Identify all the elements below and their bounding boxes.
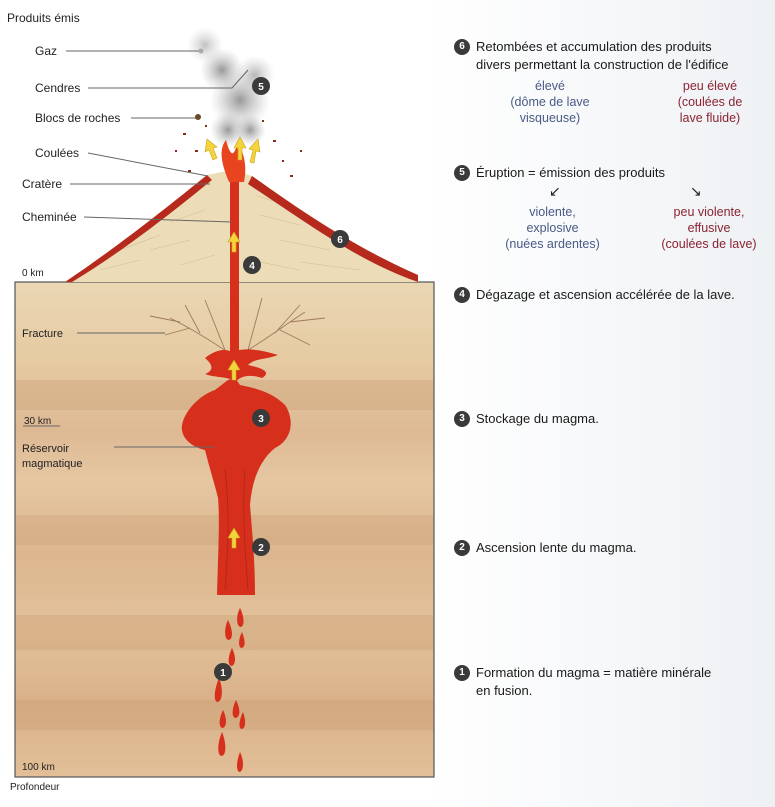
svg-text:1: 1 (220, 668, 226, 679)
step-6-line2: divers permettant la construction de l'é… (454, 57, 729, 72)
step-6-option-eleve: élevé (dôme de lave visqueuse) (490, 78, 610, 126)
label-coulees: Coulées (35, 146, 79, 160)
eleve-l1: élevé (535, 79, 565, 93)
step-1: 1 Formation du magma = matière minérale e… (454, 664, 772, 699)
marker-5: 5 (252, 77, 270, 95)
svg-text:3: 3 (258, 414, 264, 425)
marker-2: 2 (252, 538, 270, 556)
step-2-badge: 2 (454, 540, 470, 556)
peu-violente-l1: peu violente, (674, 205, 745, 219)
violente-l2: explosive (526, 221, 578, 235)
step-5-option-violente: violente, explosive (nuées ardentes) (490, 204, 615, 252)
marker-6: 6 (331, 230, 349, 248)
peu-violente-l2: effusive (688, 221, 731, 235)
violente-l3: (nuées ardentes) (505, 237, 600, 251)
step-5: 5 Éruption = émission des produits (454, 164, 772, 182)
peu-eleve-l1: peu élevé (683, 79, 737, 93)
step-5-option-peu-violente: peu violente, effusive (coulées de lave) (648, 204, 770, 252)
step-1-line2: en fusion. (454, 683, 532, 698)
arrow-down-right-icon: ↘ (690, 183, 702, 200)
svg-text:4: 4 (249, 261, 255, 272)
step-3-text: Stockage du magma. (476, 411, 599, 426)
label-blocs: Blocs de roches (35, 111, 120, 125)
step-6-badge: 6 (454, 39, 470, 55)
label-cendres: Cendres (35, 81, 80, 95)
label-gaz: Gaz (35, 44, 57, 58)
peu-eleve-l2: (coulées de (678, 95, 743, 109)
label-reservoir-line2: magmatique (22, 458, 83, 470)
step-4-text: Dégazage et ascension accélérée de la la… (476, 287, 735, 302)
label-fracture: Fracture (22, 328, 63, 340)
step-4: 4 Dégazage et ascension accélérée de la l… (454, 286, 772, 304)
label-reservoir-line1: Réservoir (22, 443, 69, 455)
step-1-badge: 1 (454, 665, 470, 681)
arrow-down-left-icon: ↙ (549, 183, 561, 200)
violente-l1: violente, (529, 205, 576, 219)
step-2-text: Ascension lente du magma. (476, 540, 636, 555)
step-1-line1: Formation du magma = matière minérale (476, 665, 711, 680)
volcano-cone (65, 170, 418, 282)
step-3: 3 Stockage du magma. (454, 410, 772, 428)
title-produits-emis: Produits émis (7, 11, 80, 25)
peu-eleve-l3: lave fluide) (680, 111, 740, 125)
label-profondeur: Profondeur (10, 782, 60, 793)
step-5-text: Éruption = émission des produits (476, 165, 665, 180)
svg-text:5: 5 (258, 82, 264, 93)
rock-block-dot (195, 114, 201, 120)
eleve-l3: visqueuse) (520, 111, 580, 125)
step-6-line1: Retombées et accumulation des produits (476, 39, 712, 54)
label-cratere: Cratère (22, 177, 62, 191)
peu-violente-l3: (coulées de lave) (661, 237, 756, 251)
label-0km: 0 km (22, 268, 44, 279)
step-3-badge: 3 (454, 411, 470, 427)
step-2: 2 Ascension lente du magma. (454, 539, 772, 557)
step-6-option-peu-eleve: peu élevé (coulées de lave fluide) (655, 78, 765, 126)
marker-4: 4 (243, 256, 261, 274)
eleve-l2: (dôme de lave (510, 95, 589, 109)
svg-text:6: 6 (337, 235, 343, 246)
label-cheminee: Cheminée (22, 210, 77, 224)
gas-dot (199, 49, 204, 54)
label-100km: 100 km (22, 762, 55, 773)
label-30km: 30 km (24, 416, 51, 427)
marker-1: 1 (214, 663, 232, 681)
step-4-badge: 4 (454, 287, 470, 303)
marker-3: 3 (252, 409, 270, 427)
svg-text:2: 2 (258, 543, 264, 554)
step-5-badge: 5 (454, 165, 470, 181)
